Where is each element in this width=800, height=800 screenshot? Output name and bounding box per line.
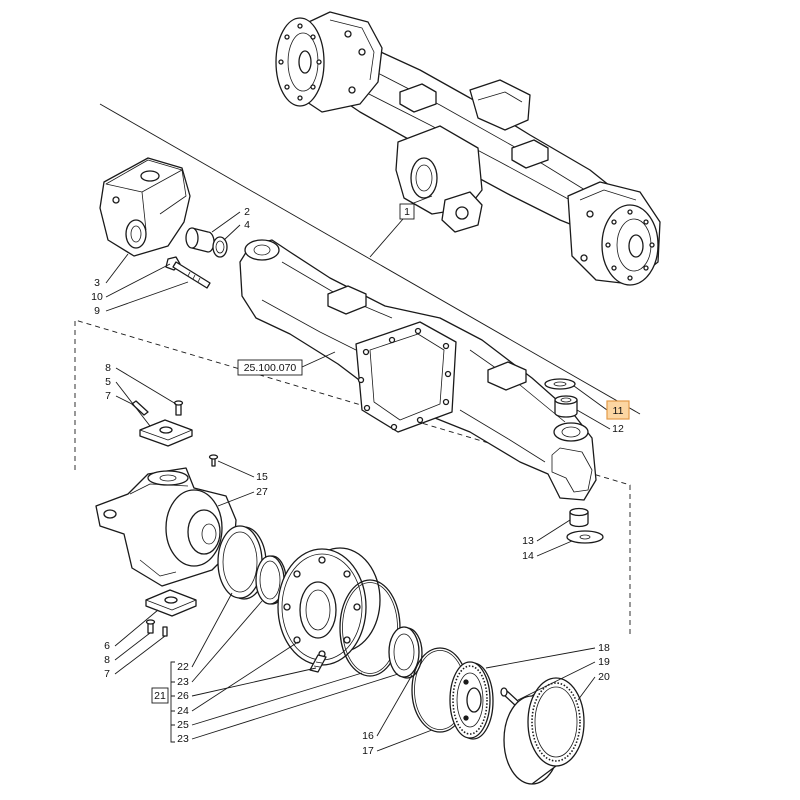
wheel-hub — [277, 547, 381, 666]
bushing — [185, 227, 215, 253]
pivot-bushing — [554, 395, 578, 418]
wheel-stud — [309, 654, 327, 673]
knuckle-group-outline — [74, 319, 631, 635]
callout-24[interactable]: 24 — [177, 705, 189, 717]
callout-13[interactable]: 13 — [522, 535, 534, 547]
callout-11[interactable]: 11 — [613, 405, 624, 417]
callout-23-b[interactable]: 23 — [177, 733, 189, 745]
callout-10[interactable]: 10 — [91, 291, 103, 303]
planet-carrier — [449, 661, 494, 740]
lower-bushing — [569, 507, 589, 528]
callout-21[interactable]: 21 — [154, 690, 166, 702]
bearing — [388, 626, 423, 679]
swivel-housing — [99, 157, 191, 257]
callout-box-1[interactable]: 1 — [399, 203, 415, 220]
callout-5[interactable]: 5 — [105, 376, 111, 388]
callout-17[interactable]: 17 — [362, 745, 374, 757]
housing-reference-link[interactable]: 25.100.070 — [244, 362, 297, 374]
callout-20[interactable]: 20 — [598, 671, 610, 683]
callout-21-frame — [151, 687, 169, 704]
ring-gear — [503, 677, 585, 785]
housing-reference-box[interactable]: 25.100.070 — [237, 359, 303, 376]
lower-washer — [566, 530, 604, 544]
callout-4[interactable]: 4 — [244, 219, 250, 231]
callout-3[interactable]: 3 — [94, 277, 100, 289]
housing-reference-frame — [237, 359, 303, 376]
upper-pivot-cap — [139, 419, 193, 447]
callout-19[interactable]: 19 — [598, 656, 610, 668]
complete-axle-assembly — [275, 11, 661, 286]
shaft-seal — [217, 525, 267, 600]
callout-8-upper[interactable]: 8 — [105, 362, 111, 374]
steering-knuckle — [95, 467, 237, 587]
callout-15[interactable]: 15 — [256, 471, 268, 483]
callout-11-highlight — [606, 400, 630, 420]
callout-18[interactable]: 18 — [598, 642, 610, 654]
lower-pivot-cap — [145, 589, 197, 617]
callout-7-lower[interactable]: 7 — [104, 668, 110, 680]
callout-labels: 1 2 4 3 10 9 25.100.070 8 5 7 15 27 11 1… — [91, 203, 630, 757]
callout-9[interactable]: 9 — [94, 305, 100, 317]
callout-22[interactable]: 22 — [177, 661, 189, 673]
lower-cap-pin — [162, 626, 168, 637]
callout-23-a[interactable]: 23 — [177, 676, 189, 688]
upper-cap-pin — [131, 400, 149, 416]
thrust-ring — [212, 236, 228, 258]
bolt-and-washer — [165, 256, 211, 289]
callout-2[interactable]: 2 — [244, 206, 250, 218]
lower-cap-bolt — [145, 619, 156, 634]
callout-14[interactable]: 14 — [522, 550, 534, 562]
grease-nipple-pin — [208, 454, 219, 467]
callout-7-upper[interactable]: 7 — [105, 390, 111, 402]
callout-12[interactable]: 12 — [612, 423, 624, 435]
callout-25[interactable]: 25 — [177, 719, 189, 731]
callout-box-21[interactable]: 21 — [151, 687, 169, 704]
callout-27[interactable]: 27 — [256, 486, 268, 498]
callout-box-11-selected[interactable]: 11 — [606, 400, 630, 420]
callout-6[interactable]: 6 — [104, 640, 110, 652]
callout-8-lower[interactable]: 8 — [104, 654, 110, 666]
callout-1[interactable]: 1 — [404, 206, 410, 218]
leader-lines — [105, 195, 611, 752]
section-divider-line — [99, 103, 641, 415]
thrust-washer — [544, 378, 576, 390]
axle-housing — [239, 239, 597, 501]
upper-cap-bolt — [173, 400, 184, 416]
callout-16[interactable]: 16 — [362, 730, 374, 742]
callout-1-frame — [399, 203, 415, 220]
callout-26[interactable]: 26 — [177, 690, 189, 702]
